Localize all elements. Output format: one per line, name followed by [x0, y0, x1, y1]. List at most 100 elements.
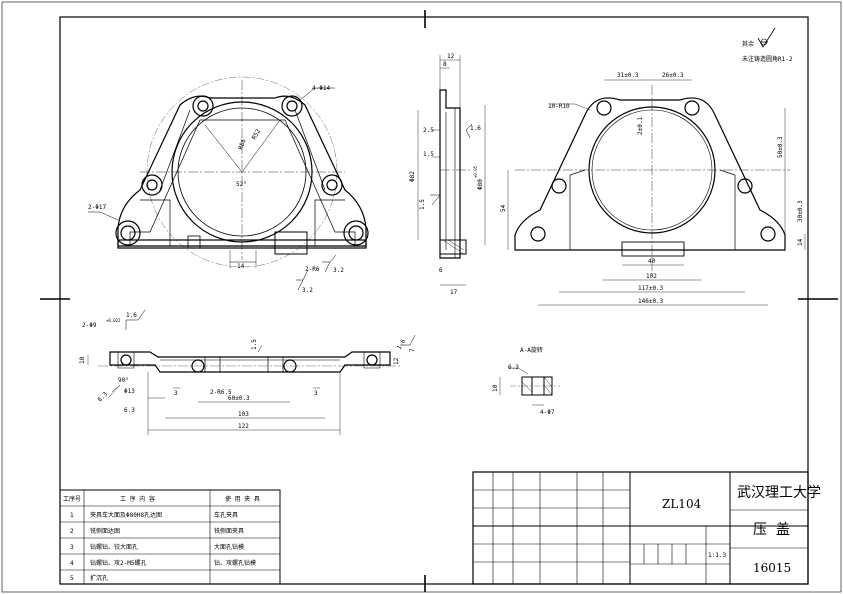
table-cell: 钻、攻螺孔钻模	[214, 559, 256, 567]
section-ra63: 6.3	[508, 364, 519, 371]
table-cell: 铣侧面夹具	[214, 527, 244, 535]
side-d12: 12	[447, 53, 455, 60]
right-d30: 30±0.3	[797, 200, 804, 222]
school-name: 武汉理工大学	[737, 485, 821, 501]
section-4phi7: 4-Φ7	[540, 409, 555, 416]
bottom-d90: 90°	[118, 377, 129, 384]
bottom-d2r65: 2-R6.5	[210, 389, 232, 396]
table-cell: 5	[70, 575, 74, 582]
bottom-d3b: 3	[314, 390, 318, 397]
roughness-note: 其余 未注铸造圆角R1-2	[742, 27, 793, 63]
section-aa-labels: A-A旋转 6.3 10 4-Φ7	[492, 346, 555, 416]
process-table-text: 工序号 工 序 内 容 使 用 夹 具 1 夹具车大面及Φ80H8孔达图 车孔夹…	[63, 495, 260, 582]
front-dim-r86: R86	[237, 138, 247, 151]
side-d80: Φ80	[477, 179, 484, 190]
table-cell: 钻螺钻、铰大面孔	[90, 543, 138, 551]
bottom-d10: 10	[79, 356, 86, 364]
side-d8: 8	[443, 61, 447, 68]
bottom-d7: 7	[409, 348, 416, 352]
bottom-d16: 1.6	[126, 312, 137, 319]
bottom-ra63a: 6.3	[96, 391, 109, 404]
roughness-symbol-text: 其余	[742, 40, 754, 48]
table-cell: 1	[70, 512, 74, 519]
right-body-outline	[514, 97, 786, 251]
front-dim-r52: R52	[251, 128, 263, 141]
inner-frame	[59, 16, 809, 585]
right-d117: 117±0.3	[638, 285, 664, 292]
front-dim-2r6: 2-R6	[305, 266, 320, 273]
bottom-tol: +0.022	[106, 318, 121, 323]
title-block	[472, 471, 809, 585]
front-dim-14: 14	[237, 263, 245, 270]
right-d2: 2±0.1	[637, 117, 644, 135]
right-d40: 40	[648, 258, 656, 265]
side-view	[417, 55, 486, 286]
table-header-fixture: 使 用 夹 具	[225, 495, 260, 503]
right-d102: 102	[646, 273, 657, 280]
front-ra-b: 3.2	[302, 287, 313, 294]
right-d26: 26±0.3	[662, 72, 684, 79]
roughness-note-text: 未注铸造圆角R1-2	[742, 55, 793, 63]
right-d54: 54	[500, 204, 507, 212]
bottom-d15: 1.5	[251, 339, 258, 350]
process-table	[59, 489, 281, 585]
right-view	[507, 79, 806, 306]
side-d80-tol: +0.05	[473, 165, 478, 178]
table-header-step: 工序号	[63, 495, 81, 503]
part-code: ZL104	[662, 497, 702, 511]
bottom-d103: 103	[238, 411, 249, 418]
table-cell: 大面孔钻模	[214, 543, 244, 551]
table-header-content: 工 序 内 容	[120, 495, 155, 503]
table-cell: 3	[70, 544, 74, 551]
side-d82: Φ82	[409, 171, 416, 182]
front-hole-label-2: 2-Φ17	[88, 204, 106, 211]
bottom-view-labels: 2-Φ9 +0.022 1.6 10 90° Φ13 6.3 6.3 1.6 3…	[79, 312, 416, 430]
bottom-d60: 60±0.3	[228, 395, 250, 402]
bottom-ra16: 1.6	[396, 338, 408, 351]
table-cell: 扩沉孔	[90, 574, 108, 582]
side-d25: 2.5	[423, 127, 434, 134]
roughness-symbol-icon	[757, 27, 776, 48]
right-d31: 31±0.3	[617, 72, 639, 79]
bottom-phi13: Φ13	[124, 388, 135, 395]
side-d15: 1.5	[423, 151, 434, 158]
side-d6: 6	[439, 267, 443, 274]
bottom-view	[87, 309, 416, 435]
table-cell: 车孔夹具	[214, 511, 238, 519]
table-cell: 铣侧面达图	[90, 527, 120, 535]
front-view	[88, 76, 369, 291]
table-cell: 4	[70, 560, 74, 567]
side-body-outline	[439, 89, 461, 259]
table-cell: 夹具车大面及Φ80H8孔达图	[90, 511, 162, 519]
table-cell: 钻螺钻、攻2-M5螺孔	[90, 559, 146, 567]
bottom-d3a: 3	[174, 390, 178, 397]
title-block-text: ZL104 武汉理工大学 压 盖 1:1.3 16015	[662, 485, 821, 575]
front-hole-label: 4-Φ14	[312, 85, 330, 92]
side-d16: 1.6	[470, 125, 481, 132]
bottom-ra63b: 6.3	[124, 407, 135, 414]
side-d17: 17	[450, 289, 458, 296]
right-r10: 10-R10	[548, 103, 570, 110]
part-name: 压 盖	[753, 522, 790, 538]
bottom-2phi9: 2-Φ9	[82, 322, 97, 329]
bottom-d122: 122	[238, 423, 249, 430]
side-ra15: 1.5	[419, 199, 426, 210]
scale-value: 1:1.3	[708, 552, 726, 559]
right-d14: 14	[797, 238, 804, 246]
bottom-d12: 12	[393, 357, 400, 365]
front-view-labels: 4-Φ14 2-Φ17 14 2-R6 3.2 3.2 52° R86 R52	[88, 85, 344, 294]
front-angle: 52°	[236, 181, 247, 188]
side-view-labels: 12 8 2.5 1.5 1.6 Φ82 Φ80 +0.05 1.5 6 17	[409, 53, 484, 296]
section-d10: 10	[492, 384, 499, 392]
front-ra-a: 3.2	[333, 267, 344, 274]
section-aa	[499, 367, 560, 406]
bottom-body-outline	[109, 351, 391, 373]
section-label: A-A旋转	[520, 346, 543, 354]
drawing-number: 16015	[753, 561, 791, 575]
front-body-outline	[117, 95, 367, 247]
right-view-labels: 10-R10 31±0.3 26±0.3 2±0.1 50±0.3 54 30±…	[500, 72, 804, 305]
right-d146: 146±0.3	[638, 298, 664, 305]
right-d50: 50±0.3	[777, 136, 784, 158]
